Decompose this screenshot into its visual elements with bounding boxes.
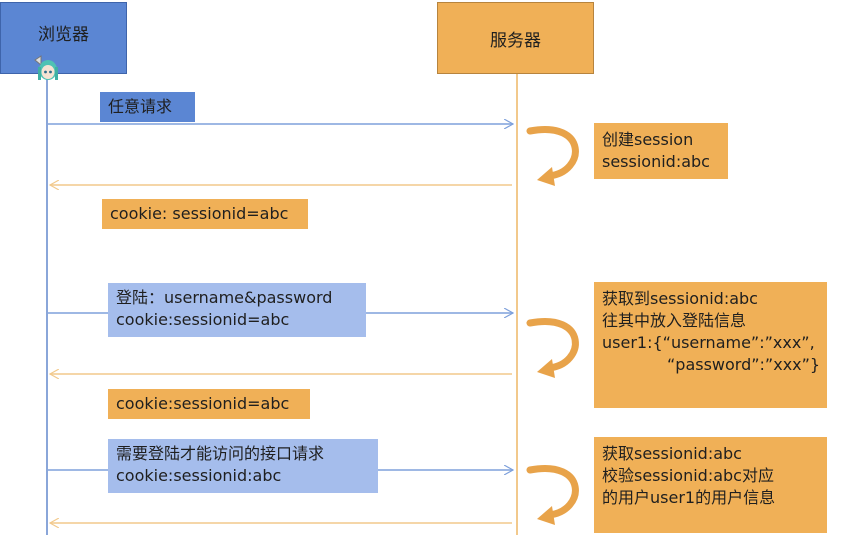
note-fetch-session: 获取到sessionid:abc 往其中放入登陆信息 user1:{“usern… [594, 282, 827, 408]
note-fetch-line2: 往其中放入登陆信息 [602, 311, 747, 330]
server-actor-label: 服务器 [490, 30, 541, 51]
browser-actor: 浏览器 [0, 2, 127, 74]
message-cookie-2-text: cookie:sessionid=abc [116, 394, 290, 413]
message-cookie-1-text: cookie: sessionid=abc [110, 204, 289, 223]
message-login: 登陆：username&password cookie:sessionid=ab… [108, 283, 366, 337]
message-protected-line1: 需要登陆才能访问的接口请求 [116, 444, 325, 463]
message-cookie-2: cookie:sessionid=abc [108, 389, 310, 419]
message-any-request-text: 任意请求 [108, 97, 173, 116]
browser-actor-label: 浏览器 [38, 24, 89, 45]
note-verify-line2: 校验sessionid:abc对应 [602, 466, 774, 485]
loop-arrow-3 [526, 465, 579, 525]
note-create-line2: sessionid:abc [602, 152, 710, 171]
message-login-line1: 登陆：username&password [116, 288, 333, 307]
note-create-session: 创建session sessionid:abc [594, 123, 728, 179]
note-fetch-line3: user1:{“username”:”xxx”, [602, 333, 815, 352]
loop-arrow-1 [526, 126, 579, 186]
message-login-line2: cookie:sessionid=abc [116, 310, 290, 329]
note-verify-line1: 获取sessionid:abc [602, 444, 742, 463]
message-protected-line2: cookie:sessionid:abc [116, 466, 282, 485]
browser-lifeline [46, 74, 48, 535]
note-fetch-line4: “password”:”xxx”} [667, 355, 821, 374]
note-verify-line3: 的用户user1的用户信息 [602, 488, 776, 507]
message-protected-request: 需要登陆才能访问的接口请求 cookie:sessionid:abc [108, 439, 378, 493]
message-cookie-1: cookie: sessionid=abc [102, 199, 308, 229]
server-lifeline [516, 74, 518, 535]
server-actor: 服务器 [437, 2, 594, 74]
note-fetch-line1: 获取到sessionid:abc [602, 289, 758, 308]
note-verify-session: 获取sessionid:abc 校验sessionid:abc对应 的用户use… [594, 437, 827, 533]
message-any-request: 任意请求 [100, 92, 195, 122]
note-create-line1: 创建session [602, 130, 694, 149]
loop-arrow-2 [526, 318, 579, 378]
avatar-icon [34, 55, 58, 80]
